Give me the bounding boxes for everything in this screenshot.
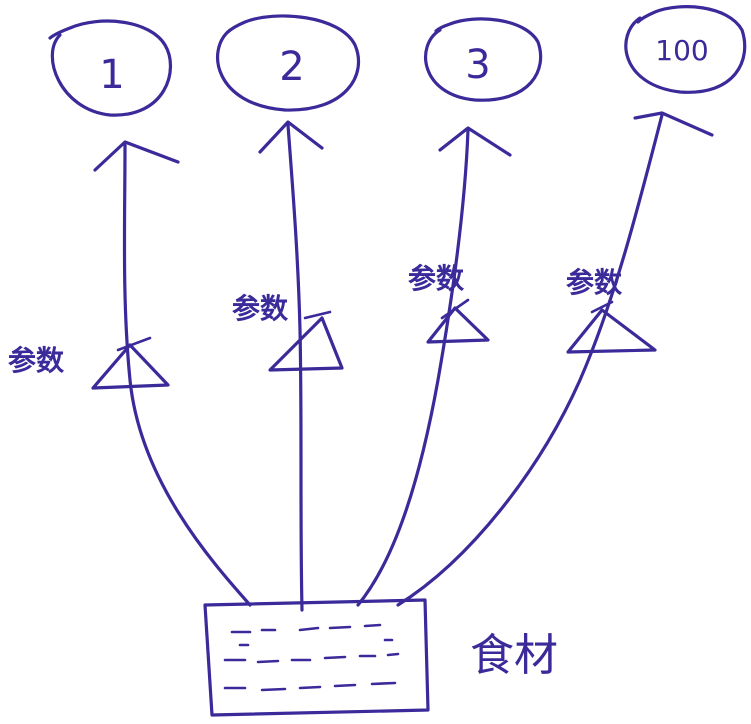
output-node-1-label: 1 [99,52,124,98]
output-node-2-label: 2 [279,44,304,90]
arrow-to-node-100 [396,111,714,607]
ingredient-box [203,598,430,717]
output-node-2: 2 [215,14,361,112]
output-node-3-label: 3 [465,42,490,88]
arrow-to-node-1 [93,140,252,607]
parameter-triangle-3 [426,298,490,344]
output-node-100-label: 100 [655,34,708,67]
parameter-label-1: 参数 [8,344,65,377]
ingredient-box-dashes [223,623,400,692]
parameter-triangle-1 [91,336,170,390]
output-node-100: 100 [624,5,747,94]
parameter-label-3: 参数 [408,262,465,295]
parameter-label-4: 参数 [566,266,623,299]
parameter-label-2: 参数 [232,292,289,325]
ingredient-label: 食材 [470,630,558,681]
parameter-triangle-4 [566,300,657,354]
output-node-3: 3 [424,17,543,102]
arrow-to-node-2 [258,120,324,612]
parameter-triangle-2 [268,310,344,372]
output-node-1: 1 [48,19,173,117]
arrow-to-node-3 [356,126,512,607]
